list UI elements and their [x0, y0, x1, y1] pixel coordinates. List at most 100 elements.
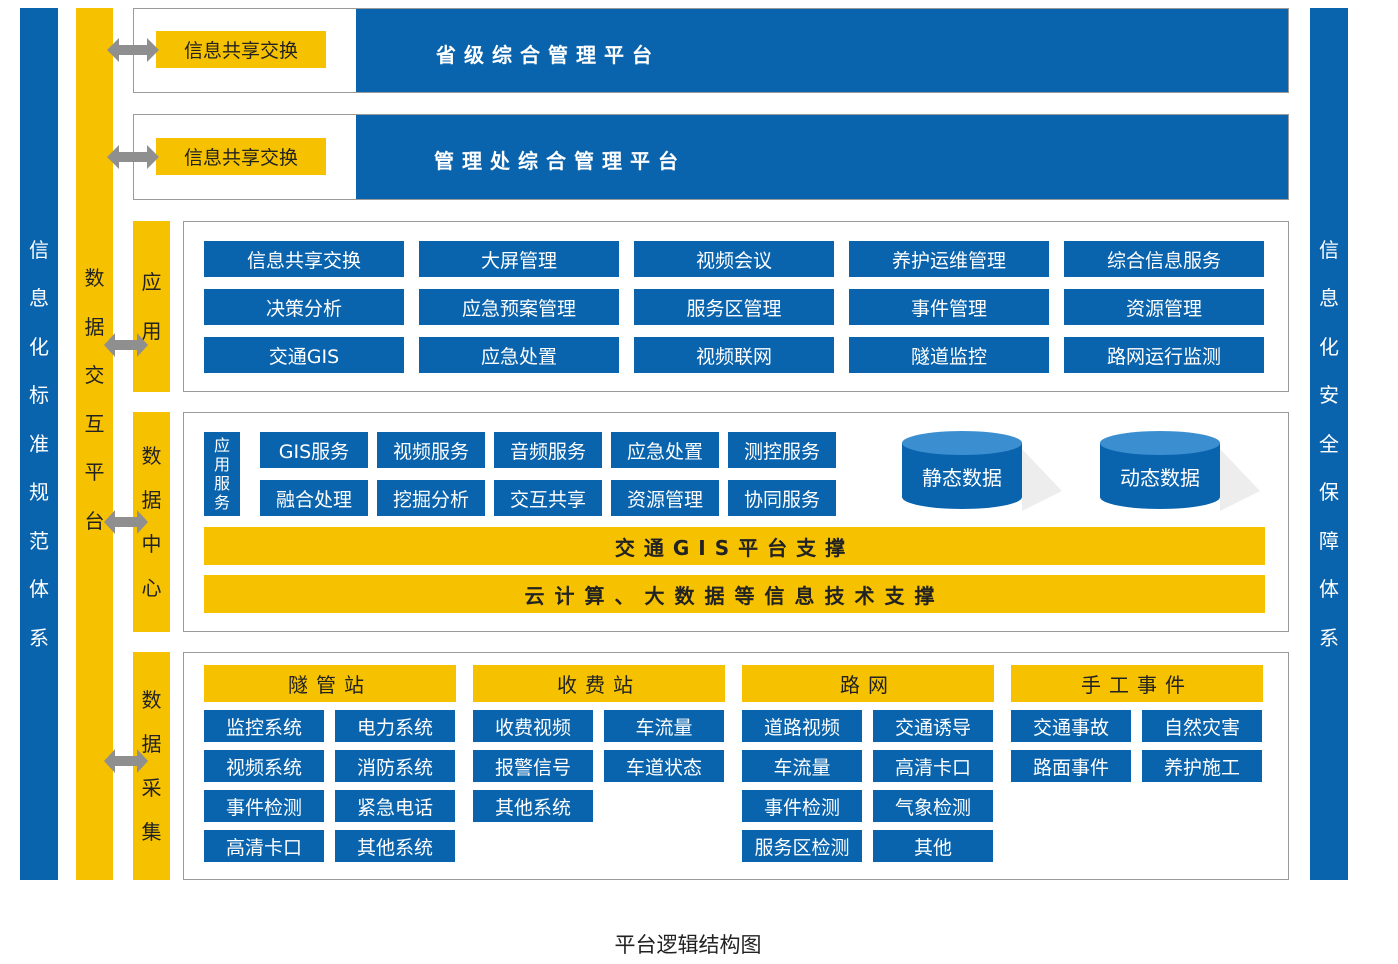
app-label-char: 用: [141, 318, 162, 343]
right-bar-char: 化: [1319, 334, 1339, 359]
data-service: 挖掘分析: [377, 480, 485, 516]
static-data-database-icon: [902, 431, 1062, 511]
data-service: 测控服务: [728, 432, 836, 468]
right-bar-char: 信: [1319, 237, 1339, 262]
datacenter-label-char: 数: [141, 444, 162, 468]
datacenter-label-char: 心: [141, 576, 162, 600]
exchange-arrow-collection: [104, 749, 148, 773]
collection-item: 气象检测: [873, 790, 993, 822]
collection-layer-frame: 隧管站监控系统电力系统视频系统消防系统事件检测紧急电话高清卡口其他系统收费站收费…: [183, 652, 1289, 880]
collection-group-title: 手工事件: [1011, 665, 1263, 702]
collection-item: 路面事件: [1011, 750, 1131, 782]
collection-item: 其他系统: [335, 830, 455, 862]
collection-item: 电力系统: [335, 710, 455, 742]
provincial-platform-title: 省级综合管理平台: [436, 43, 660, 67]
collection-label-char: 采: [141, 776, 162, 800]
data-exchange-platform-bar: 数据交互平台: [76, 8, 113, 880]
info-exchange-label-2: 信息共享交换: [156, 138, 326, 175]
app-module: 应急预案管理: [419, 289, 619, 325]
collection-item: 交通事故: [1011, 710, 1131, 742]
left-standards-bar: 信息化标准规范体系: [20, 8, 58, 880]
left-bar-char: 息: [29, 286, 49, 311]
left-bar-char: 准: [29, 431, 49, 456]
collection-item: 视频系统: [204, 750, 324, 782]
provincial-platform-frame: 信息共享交换 省级综合管理平台: [133, 8, 1289, 93]
data-service: 协同服务: [728, 480, 836, 516]
exchange-arrow-top2: [107, 145, 159, 169]
datacenter-layer-label: 数据中心: [133, 412, 170, 632]
service-grid: GIS服务视频服务音频服务应急处置测控服务融合处理挖掘分析交互共享资源管理协同服…: [260, 432, 840, 518]
right-bar-char: 全: [1319, 431, 1339, 456]
left-bar-char: 体: [29, 577, 49, 602]
collection-item: 收费视频: [473, 710, 593, 742]
left-bar-char: 范: [29, 528, 49, 553]
dynamic-data-label: 动态数据: [1120, 465, 1200, 490]
cloud-bigdata-support-bar: 云计算、大数据等信息技术支撑: [204, 575, 1265, 613]
datacenter-label-char: 据: [141, 488, 162, 512]
app-module: 视频联网: [634, 337, 834, 373]
app-module: 事件管理: [849, 289, 1049, 325]
collection-item: 消防系统: [335, 750, 455, 782]
left-bar-char: 系: [29, 625, 49, 650]
collection-item: 报警信号: [473, 750, 593, 782]
provincial-platform-title-area: 省级综合管理平台: [356, 9, 1288, 92]
collection-item: 车流量: [742, 750, 862, 782]
app-module: 视频会议: [634, 241, 834, 277]
collection-item: 养护施工: [1142, 750, 1262, 782]
left-bar-char: 规: [29, 480, 49, 505]
collection-item: 其他: [873, 830, 993, 862]
collection-item: 车道状态: [604, 750, 724, 782]
management-platform-frame: 信息共享交换 管理处综合管理平台: [133, 114, 1289, 200]
collection-item: 事件检测: [742, 790, 862, 822]
app-service-label: 应用服务: [204, 432, 240, 516]
right-bar-char: 保: [1319, 480, 1339, 505]
datacenter-label-char: 中: [141, 532, 162, 556]
static-data-label: 静态数据: [922, 465, 1002, 490]
collection-item: 道路视频: [742, 710, 862, 742]
app-module: 综合信息服务: [1064, 241, 1264, 277]
collection-item: 车流量: [604, 710, 724, 742]
collection-group-title: 路网: [742, 665, 994, 702]
app-module: 资源管理: [1064, 289, 1264, 325]
datacenter-layer-frame: 应用服务 GIS服务视频服务音频服务应急处置测控服务融合处理挖掘分析交互共享资源…: [183, 412, 1289, 632]
exchange-bar-char: 交: [84, 363, 105, 387]
data-service: 资源管理: [611, 480, 719, 516]
collection-label-char: 据: [141, 732, 162, 756]
app-module: 养护运维管理: [849, 241, 1049, 277]
exchange-arrow-datacenter: [104, 510, 148, 534]
app-layer-frame: 信息共享交换大屏管理视频会议养护运维管理综合信息服务决策分析应急预案管理服务区管…: [183, 221, 1289, 392]
app-module: 隧道监控: [849, 337, 1049, 373]
exchange-bar-char: 互: [84, 411, 105, 436]
service-label-char: 应: [213, 436, 230, 455]
collection-label-char: 集: [141, 820, 162, 844]
data-service: 融合处理: [260, 480, 368, 516]
exchange-bar-char: 平: [84, 460, 105, 484]
app-layer-label: 应用: [133, 221, 170, 392]
app-module: 信息共享交换: [204, 241, 404, 277]
service-label-char: 用: [213, 455, 230, 474]
right-security-bar: 信息化安全保障体系: [1310, 8, 1348, 880]
collection-item: 服务区检测: [742, 830, 862, 862]
collection-item: 事件检测: [204, 790, 324, 822]
right-bar-char: 安: [1319, 383, 1339, 408]
management-platform-title: 管理处综合管理平台: [434, 149, 686, 173]
data-service: 应急处置: [611, 432, 719, 468]
left-bar-char: 化: [29, 334, 49, 359]
exchange-arrow-top1: [107, 38, 159, 62]
data-service: 交互共享: [494, 480, 602, 516]
figure-caption: 平台逻辑结构图: [614, 933, 762, 957]
right-bar-char: 息: [1319, 286, 1339, 311]
app-module: 应急处置: [419, 337, 619, 373]
right-bar-char: 体: [1319, 577, 1339, 602]
data-service: 音频服务: [494, 432, 602, 468]
data-service: 视频服务: [377, 432, 485, 468]
collection-item: 高清卡口: [204, 830, 324, 862]
collection-item: 自然灾害: [1142, 710, 1262, 742]
left-bar-char: 标: [29, 383, 49, 408]
collection-group-title: 收费站: [473, 665, 725, 702]
app-label-char: 应: [141, 270, 162, 294]
app-module: 决策分析: [204, 289, 404, 325]
management-platform-title-area: 管理处综合管理平台: [356, 115, 1288, 199]
gis-platform-support-bar: 交通GIS平台支撑: [204, 527, 1265, 565]
info-exchange-label-1: 信息共享交换: [156, 31, 326, 68]
